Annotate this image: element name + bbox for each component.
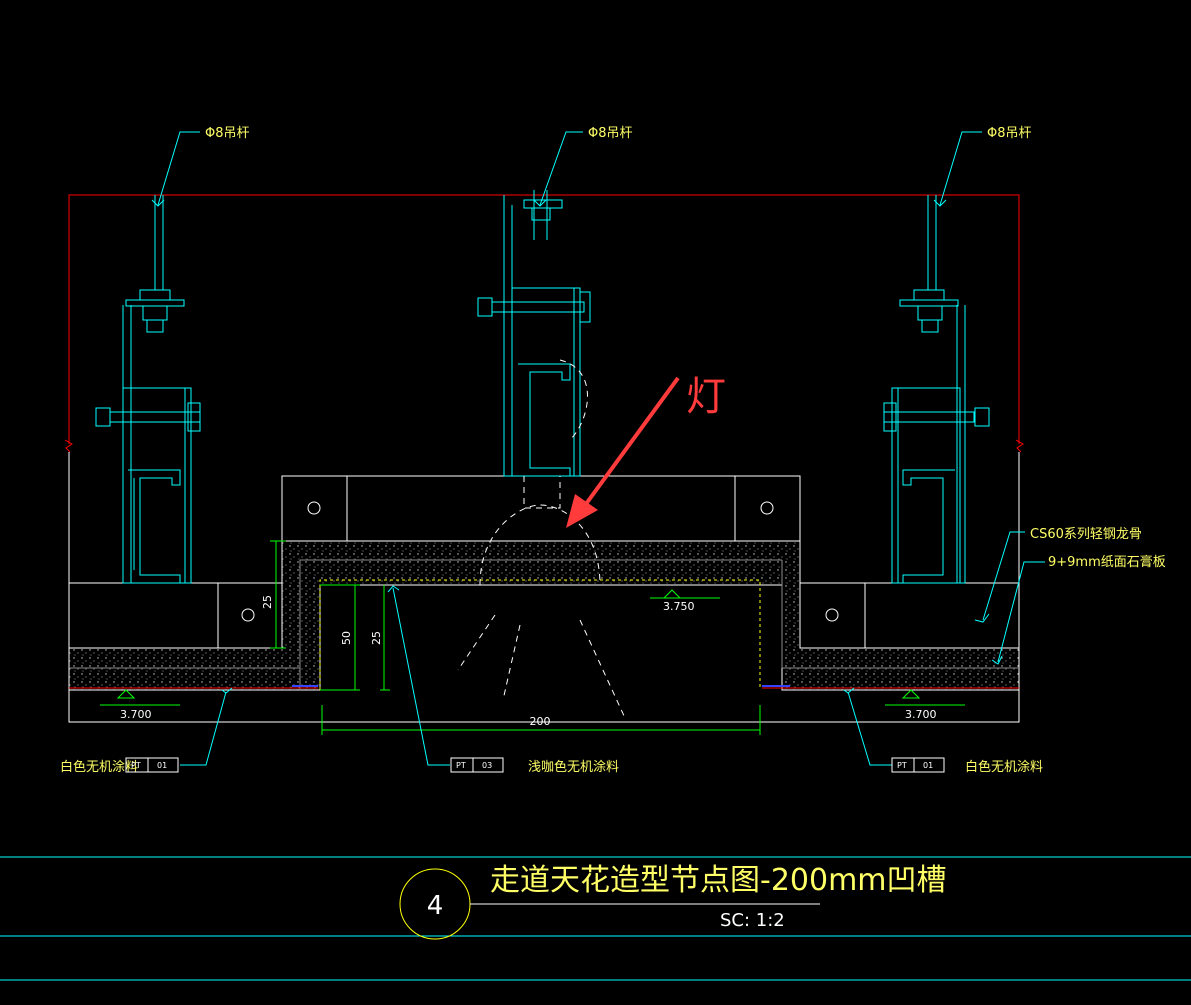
dim-25-left: 25 [261, 595, 274, 609]
tag-left-code: PT [131, 761, 141, 770]
label-paint-left: 白色无机涂料 [60, 759, 138, 775]
dim-50: 50 [340, 631, 353, 645]
lamp-outline [457, 359, 626, 719]
boundary-frame [64, 194, 1024, 453]
label-hanger-left: Φ8吊杆 [205, 126, 250, 141]
elevation-right: 3.700 [905, 708, 937, 721]
elevation-markers [100, 589, 965, 706]
steel-framing [95, 190, 990, 584]
label-hanger-right: Φ8吊杆 [987, 126, 1032, 141]
label-hanger-mid: Φ8吊杆 [588, 126, 633, 141]
lamp-label: 灯 [686, 374, 726, 420]
drawing-title: 走道天花造型节点图-200mm凹槽 [490, 863, 947, 898]
paint-edge [69, 579, 1019, 690]
dimension-lines [270, 540, 761, 735]
lamp-arrow [566, 376, 680, 528]
tag-mid: PT 03 [450, 757, 504, 773]
tag-right: PT 01 [891, 757, 945, 773]
tag-left-num: 01 [157, 761, 167, 770]
tag-right-code: PT [897, 761, 907, 770]
label-paint-mid: 浅咖色无机涂料 [528, 759, 619, 775]
tag-mid-num: 03 [482, 761, 492, 770]
tag-right-num: 01 [923, 761, 933, 770]
label-board: 9+9mm纸面石膏板 [1048, 554, 1166, 570]
drawing-scale: SC: 1:2 [720, 910, 785, 931]
tag-mid-code: PT [456, 761, 466, 770]
elevation-mid: 3.750 [663, 600, 695, 613]
title-block [0, 856, 1191, 981]
label-keel: CS60系列轻钢龙骨 [1030, 527, 1142, 542]
label-paint-right: 白色无机涂料 [965, 759, 1043, 775]
dim-200: 200 [530, 715, 551, 728]
elevation-left: 3.700 [120, 708, 152, 721]
tag-left: PT 01 [125, 757, 179, 773]
leader-lines [151, 131, 1045, 766]
gypsum-board [68, 540, 1020, 691]
dim-25-mid: 25 [370, 631, 383, 645]
drawing-number: 4 [427, 891, 444, 921]
